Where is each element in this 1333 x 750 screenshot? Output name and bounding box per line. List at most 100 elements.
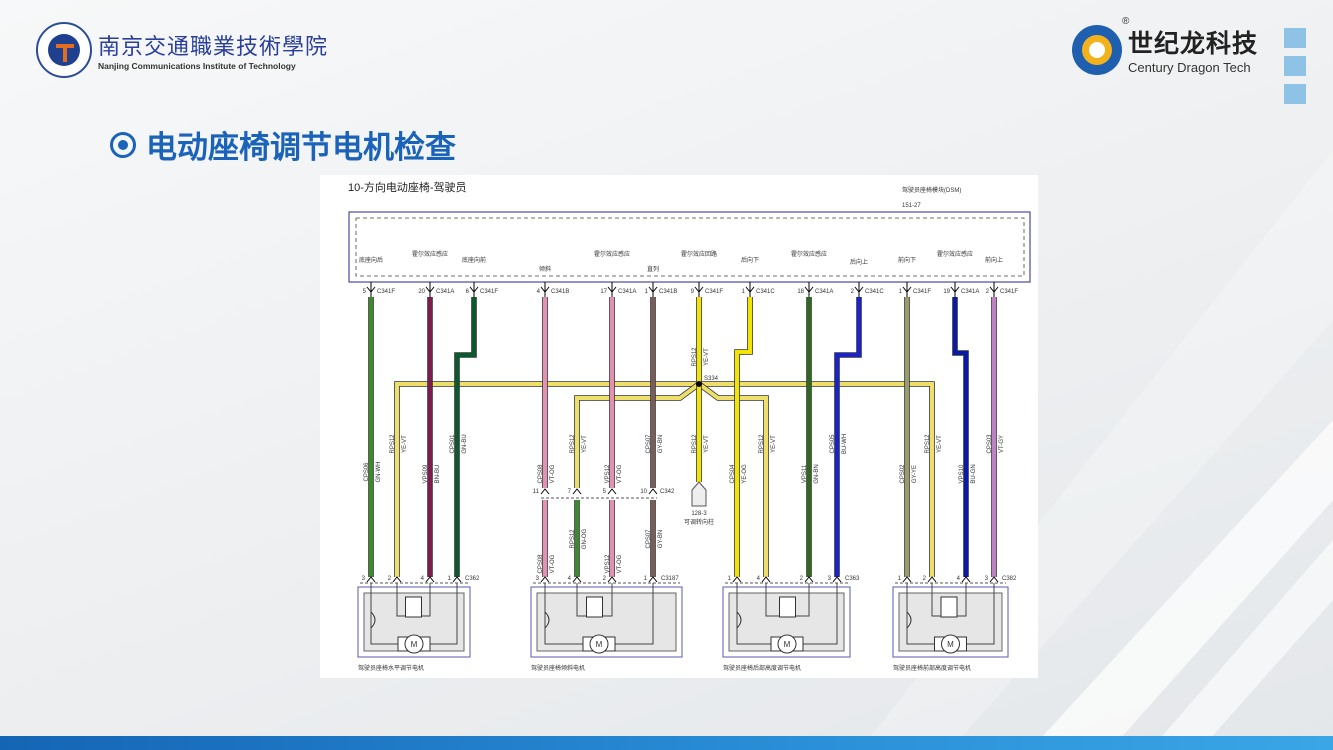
wire-color-label: YE-VT [402,435,408,453]
pin-arrow-icon [989,576,999,583]
pin-number: 1 [742,289,746,295]
company-name-en: Century Dragon Tech [1128,60,1251,75]
wire-circuit-label: VPS12 [605,554,611,573]
splice-dot [696,381,702,387]
wire-color-label: YE-OG [742,464,748,484]
motor-connector-label: C362 [465,576,480,582]
pin-arrow-icon [648,282,658,297]
motor-name: 驾驶员座椅前部高度调节电机 [893,664,971,672]
c342-pin: 7 [568,489,572,495]
pin-arrow-icon [694,282,704,297]
pin-arrow-icon [607,576,617,583]
c342-pin: 11 [533,489,540,495]
wire-circuit-label: CPS07 [646,529,652,549]
motor-pin: 1 [644,576,648,582]
motor-pin: 3 [536,576,540,582]
school-logo: 南京交通職業技術學院 Nanjing Communications Instit… [36,22,328,78]
motor-pin: 2 [800,576,804,582]
wire-circuit-label: RPS12 [570,529,576,549]
pin-function-label: 霍尔效应感应 [594,250,630,258]
wire-color-label: GY-YE [912,465,918,483]
wire-2 [455,297,476,577]
wire-circuit-label: CPS08 [538,464,544,484]
wire-color-label: GN-OG [582,529,588,550]
wire-color-label: YE-VT [704,435,710,453]
pin-arrow-icon [366,576,376,583]
motor-pin: 2 [388,576,392,582]
pin-arrow-icon [425,282,435,297]
motor-pin: 4 [757,576,761,582]
pin-number: 1 [899,289,903,295]
pin-arrow-icon [607,488,617,495]
wire-color-label: YE-VT [771,435,777,453]
pin-arrow-icon [804,576,814,583]
wire-circuit-label: VPS10 [959,464,965,483]
motor-symbol: M [947,640,954,649]
dsm-module-box [348,211,1031,283]
wire-color-label: VT-OG [550,464,556,483]
thermal-switch-icon [906,611,912,629]
wire-color-label: VT-OG [617,464,623,483]
pin-function-label: 后向下 [741,256,759,264]
wire-circuit-label: VPS12 [605,464,611,483]
hall-sensor-icon [405,596,422,618]
school-name-cn: 南京交通職業技術學院 [98,35,329,60]
pin-arrow-icon [902,282,912,297]
c342-pin: 10 [640,489,647,495]
hall-sensor-icon [940,596,958,618]
module-name: 驾驶员座椅模块(DSM) [902,186,961,194]
wire-color-label: YE-VT [704,348,710,366]
motor-pin: 2 [603,576,607,582]
thermal-switch-icon [544,611,550,629]
pin-arrow-icon [572,576,582,583]
wire-11 [835,297,861,577]
wire-color-label: BU-WH [842,434,848,454]
pin-arrow-icon [902,576,912,583]
pin-number: 19 [943,289,950,295]
wire-circuit-label: RPS12 [759,434,765,454]
company-name-cn: 世纪龙科技 [1128,30,1259,58]
pin-function-label: 霍尔效应感应 [791,250,827,258]
pin-number: 1 [645,289,649,295]
motor-icon [404,634,424,654]
wire-circuit-label: CPS04 [730,464,736,484]
wire-color-label: GN-BN [814,464,820,483]
pin-arrow-icon [732,576,742,583]
motor-pin: 3 [362,576,366,582]
hall-sensor-icon [586,596,603,618]
motor-connector-label: C363 [845,576,860,582]
pin-arrow-icon [927,576,937,583]
connector-label: C341F [705,289,723,295]
pin-arrow-icon [648,488,658,495]
hall-sensor-icon [779,596,796,618]
connector-label: C341F [913,289,931,295]
connector-label: C341C [756,289,775,295]
registered-mark: ® [1122,16,1130,27]
wire-color-label: VT-GY [999,435,1005,453]
pin-number: 17 [600,289,607,295]
pin-arrow-icon [648,576,658,583]
wire-circuit-label: VPS09 [423,464,429,483]
wire-color-label: BU-GN [971,464,977,483]
motor-icon [589,634,609,654]
wire-rps12-3 [697,382,768,577]
thermal-switch-icon [370,611,376,629]
motor-pin: 4 [568,576,572,582]
pin-arrow-icon [804,282,814,297]
motor-symbol: M [784,640,791,649]
connector-label: C341A [436,289,454,295]
pin-arrow-icon [761,576,771,583]
pin-arrow-icon [961,576,971,583]
pin-function-label: 底座向前 [462,256,486,264]
ground-label: 可调转向柱 [684,518,714,526]
pin-arrow-icon [540,488,550,495]
wire-9 [735,297,752,577]
pin-function-label: 直列 [647,265,659,273]
wire-circuit-label: CPS01 [450,434,456,454]
slide-title: 电动座椅调节电机检查 [110,122,456,167]
pin-function-label: 底座向后 [359,256,383,264]
pin-number: 18 [797,289,804,295]
wire-color-label: VT-OG [617,554,623,573]
century-dragon-logo-icon [1072,24,1122,75]
motor-connector-label: C382 [1002,576,1017,582]
